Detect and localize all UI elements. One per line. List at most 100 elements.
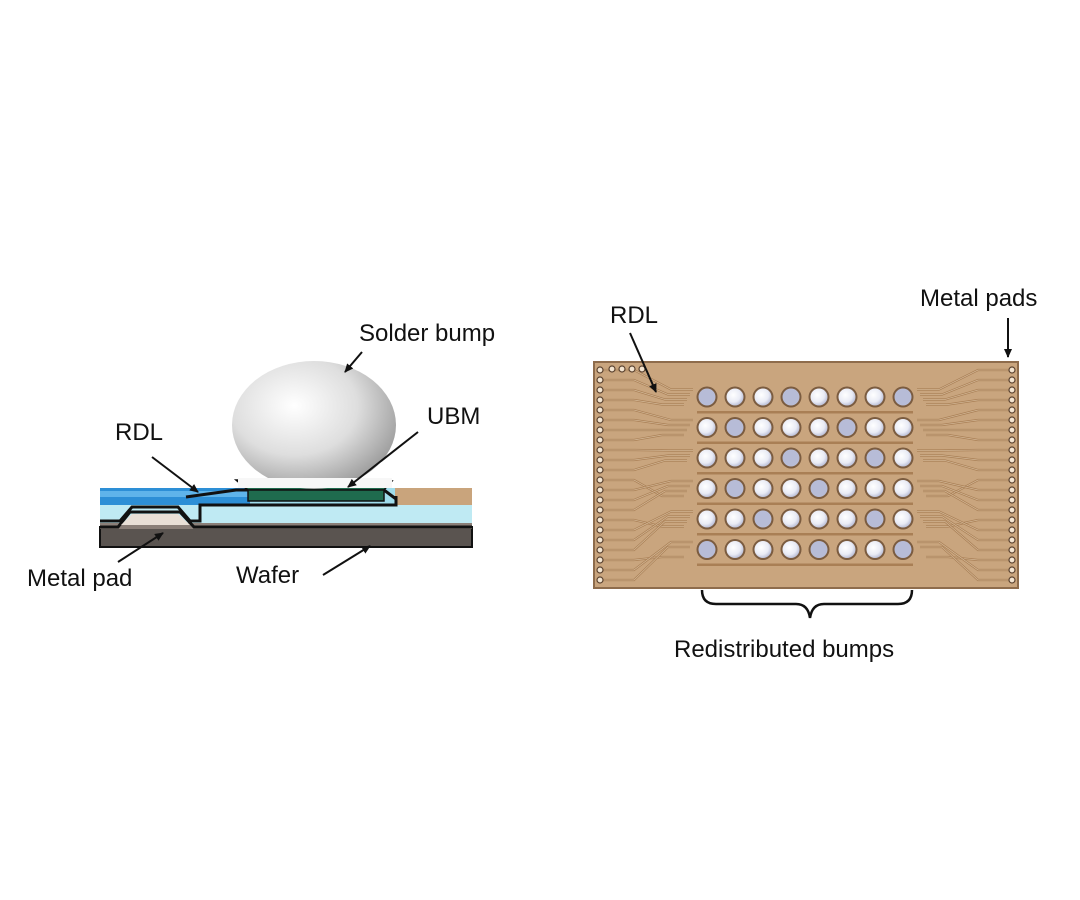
rdl-trace-left-highlight [602, 369, 693, 390]
rdl-trace-right-highlight [920, 419, 1010, 426]
redistributed-bump [782, 541, 800, 558]
redistributed-bump [782, 449, 800, 467]
metal-pad [1008, 446, 1016, 454]
redistributed-bump [698, 541, 716, 558]
solder-bump-ball [232, 361, 396, 489]
redistributed-bump [894, 449, 912, 467]
label-metal-pad: Metal pad [27, 565, 132, 592]
metal-pad [596, 466, 604, 474]
metal-pad [596, 476, 604, 484]
metal-pad [596, 546, 604, 554]
arrow-rdl-left [151, 456, 199, 493]
rdl-trace-right-highlight [917, 369, 1010, 390]
label-rdl-left: RDL [115, 419, 163, 446]
redistributed-bump [810, 419, 828, 436]
redistributed-bump [726, 541, 744, 558]
rdl-trace-right-highlight [926, 479, 1010, 497]
redistributed-bump [698, 480, 716, 497]
metal-pad [608, 365, 616, 373]
redistributed-bump [810, 510, 828, 528]
metal-pad [596, 496, 604, 504]
metal-pad [1008, 556, 1016, 564]
metal-pad [1008, 546, 1016, 554]
cross-section: Solder bump UBM RDL Metal pad Wafer [27, 320, 495, 592]
arrow-wafer [322, 545, 371, 576]
redistributed-bump [810, 449, 828, 467]
rdl-trace-left-highlight [602, 399, 684, 405]
tan-layer [395, 488, 472, 505]
rdl-trace-right-highlight [920, 379, 1010, 395]
redistributed-bump [866, 388, 884, 406]
metal-pad [596, 576, 604, 584]
redistributed-bump [810, 541, 828, 558]
redistributed-bump [782, 419, 800, 436]
redistributed-bump [894, 419, 912, 436]
metal-pad [596, 506, 604, 514]
redistributed-bump [866, 419, 884, 436]
metal-pad [1008, 476, 1016, 484]
metal-pad [596, 556, 604, 564]
metal-pad [1008, 366, 1016, 374]
redistributed-bump [838, 541, 856, 558]
rdl-trace-right-highlight [926, 399, 1010, 405]
label-redistributed-bumps: Redistributed bumps [674, 636, 894, 663]
rdl-trace-right-highlight [920, 546, 1010, 581]
label-rdl-right: RDL [610, 302, 658, 329]
redistributed-bump [810, 480, 828, 497]
metal-pad [1008, 516, 1016, 524]
rdl-trace-left-highlight [602, 409, 693, 421]
rdl-trace-left-highlight [602, 511, 693, 531]
metal-pad [1008, 486, 1016, 494]
redistributed-bump [754, 388, 772, 406]
redistributed-bump [698, 449, 716, 467]
wafer-top-band [100, 521, 472, 529]
metal-pad [1008, 506, 1016, 514]
rdl-trace-right-highlight [917, 480, 1010, 491]
label-ubm: UBM [427, 403, 480, 430]
redistributed-bump [754, 449, 772, 467]
redistributed-bump [838, 419, 856, 436]
metal-pad [618, 365, 626, 373]
metal-pad [596, 376, 604, 384]
redistributed-bump [838, 510, 856, 528]
metal-pad [596, 436, 604, 444]
redistributed-bump [866, 480, 884, 497]
metal-pad [1008, 466, 1016, 474]
rdl-trace-left-highlight [602, 546, 690, 581]
metal-pad [596, 526, 604, 534]
metal-pad [596, 516, 604, 524]
rdl-trace-left-highlight [602, 479, 684, 497]
label-solder-bump: Solder bump [359, 320, 495, 347]
rdl-trace-left-highlight [602, 434, 684, 441]
rdl-trace-left-highlight [602, 449, 693, 451]
metal-pad [1008, 456, 1016, 464]
rdl-trace-right-highlight [917, 449, 1010, 451]
redistributed-bump [754, 419, 772, 436]
rdl-trace-left-highlight [602, 460, 687, 471]
redistributed-bump [782, 480, 800, 497]
redistributed-bump [838, 388, 856, 406]
redistributed-bump [726, 388, 744, 406]
rdl-trace-right-highlight [923, 521, 1010, 551]
bump-brace [700, 589, 914, 619]
rdl-trace-left-highlight [602, 455, 690, 461]
metal-pad [1008, 426, 1016, 434]
redistributed-bump [754, 480, 772, 497]
rdl-trace-left-highlight [602, 490, 687, 511]
passivation-layer [100, 505, 472, 523]
arrow-solder-bump [344, 351, 363, 373]
metal-pad [1008, 536, 1016, 544]
metal-pad [1008, 566, 1016, 574]
metal-pad [596, 456, 604, 464]
metal-pads-edge [596, 365, 1016, 584]
ubm-band [247, 489, 385, 502]
label-wafer: Wafer [236, 562, 299, 589]
metal-pad [628, 365, 636, 373]
redistributed-bump [698, 510, 716, 528]
redistributed-bump [894, 480, 912, 497]
rdl-trace-right-highlight [923, 490, 1010, 511]
redistributed-bump [726, 449, 744, 467]
metal-pad [1008, 376, 1016, 384]
metal-pad [596, 426, 604, 434]
